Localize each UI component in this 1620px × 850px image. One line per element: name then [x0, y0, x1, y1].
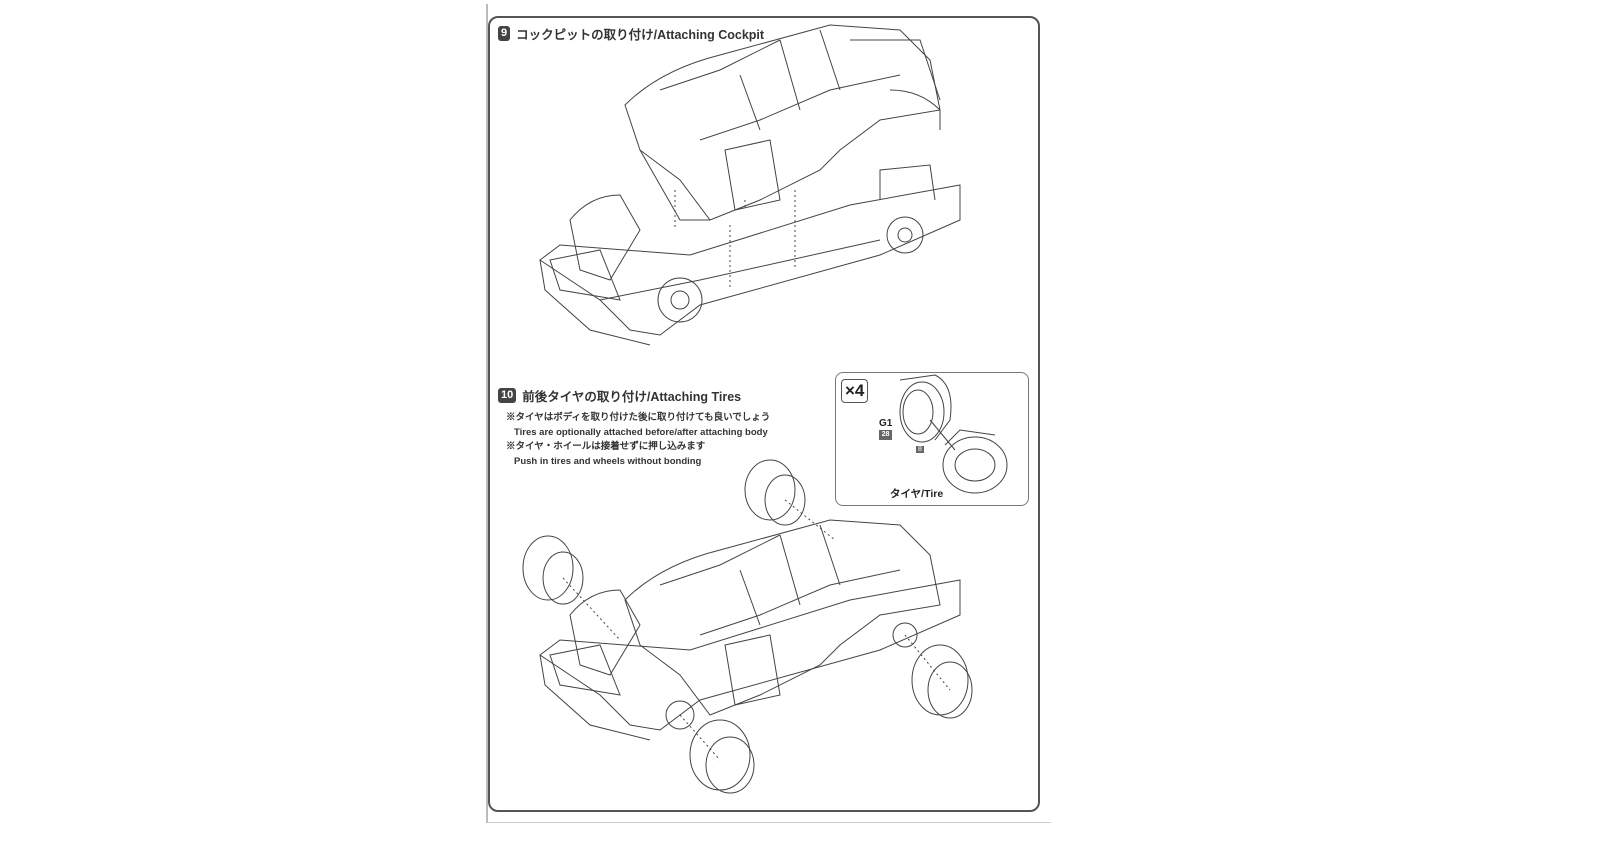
step-9-chassis-drawing — [539, 164, 961, 346]
step-9-title: 9 コックピットの取り付け/Attaching Cockpit — [498, 24, 764, 43]
step-10-tires — [522, 459, 973, 794]
tire-label: タイヤ/Tire — [890, 488, 944, 500]
step-10-notes: ※タイヤはボディを取り付けた後に取り付けても良いでしょう Tires are o… — [506, 411, 770, 469]
step-10-guide-lines — [562, 499, 951, 761]
step-9-guide-lines — [674, 190, 796, 290]
step-title-text: 前後タイヤの取り付け/Attaching Tires — [522, 390, 742, 404]
step-9-cockpit-drawing — [624, 24, 941, 221]
note-en-1: Tires are optionally attached before/aft… — [514, 426, 768, 438]
tire-detail-box: ×4 G1 28 8 タイヤ/Tire — [835, 372, 1029, 506]
step-number: 9 — [498, 26, 511, 41]
part-label: G1 28 — [879, 418, 893, 440]
note-jp-2: ※タイヤ・ホイールは接着せずに押し込みます — [506, 441, 706, 452]
part-sub-number: 28 — [879, 430, 893, 440]
step-10-car-drawing — [539, 519, 961, 741]
reference-number: 8 — [916, 446, 924, 453]
quantity-badge: ×4 — [841, 379, 869, 403]
step-10-title: 10 前後タイヤの取り付け/Attaching Tires — [498, 386, 741, 405]
step-title-text: コックピットの取り付け/Attaching Cockpit — [516, 28, 765, 42]
step-number: 10 — [498, 388, 517, 403]
instruction-page — [488, 16, 1040, 812]
detail-tire-drawing — [899, 374, 1008, 494]
note-en-2: Push in tires and wheels without bonding — [514, 455, 702, 467]
part-number: G1 — [879, 418, 893, 429]
note-jp-1: ※タイヤはボディを取り付けた後に取り付けても良いでしょう — [506, 412, 771, 423]
